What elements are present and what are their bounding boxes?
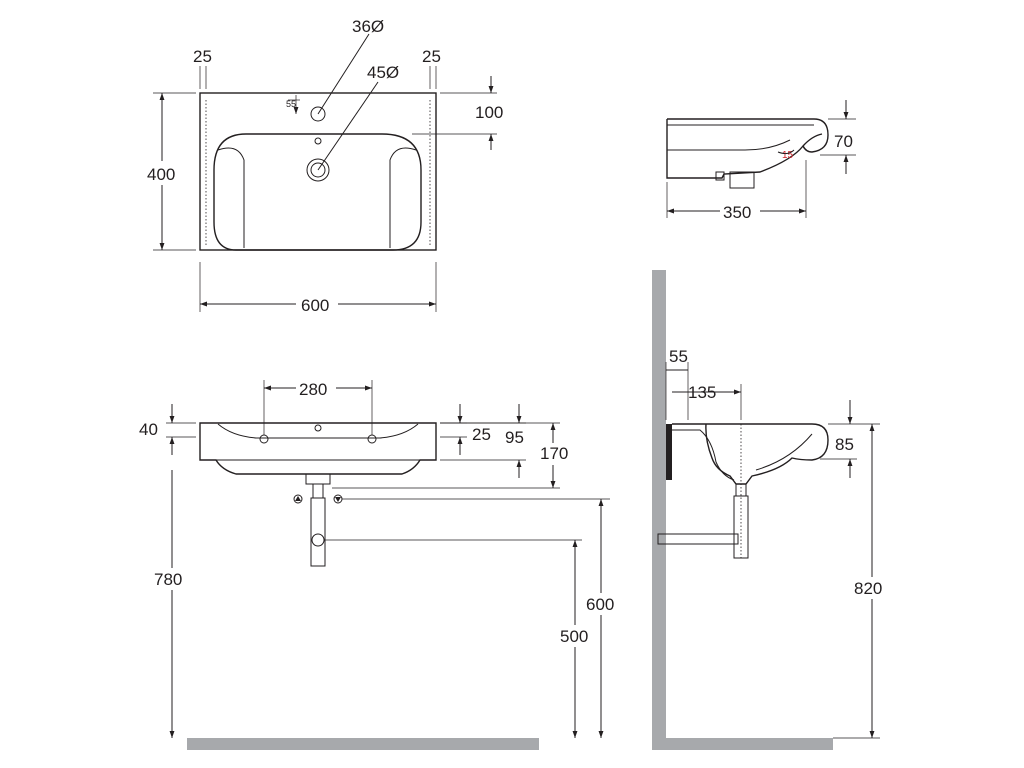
marker-down-tri — [335, 497, 341, 502]
basin-outline-wall — [672, 423, 829, 485]
trap-outlet-front — [311, 533, 325, 547]
leader-36 — [317, 33, 370, 115]
label-25-right: 25 — [422, 47, 441, 66]
label-280: 280 — [299, 380, 327, 399]
tap-hole-center-front — [314, 424, 322, 432]
label-45: 45Ø — [367, 63, 399, 82]
bowl-inner-right — [389, 147, 417, 248]
label-400: 400 — [147, 165, 175, 184]
trap-body-front — [310, 497, 326, 567]
label-350: 350 — [723, 203, 751, 222]
label-170: 170 — [540, 444, 568, 463]
label-15-angle: 15 — [782, 150, 794, 161]
front-rim-curve — [217, 423, 419, 439]
wall-bracket — [666, 424, 672, 480]
bowl-outline-plan — [213, 133, 422, 251]
wall-bowl-inner — [672, 429, 735, 481]
bowl-inner-left — [217, 147, 245, 248]
label-780: 780 — [154, 570, 182, 589]
wall-bowl-curve — [755, 433, 813, 471]
trap-neck-front — [312, 483, 324, 499]
waste-inner-plan — [310, 162, 326, 178]
label-95: 95 — [505, 428, 524, 447]
side-waste-body — [729, 171, 755, 189]
label-25-left: 25 — [193, 47, 212, 66]
front-view: 280 40 25 95 170 600 500 780 — [139, 377, 620, 750]
label-40: 40 — [139, 420, 158, 439]
basin-outline-plan — [199, 92, 437, 251]
top-view: 36Ø 45Ø 25 25 55 100 400 600 — [144, 17, 503, 316]
tap-hole-plan — [310, 106, 326, 122]
label-500: 500 — [560, 627, 588, 646]
label-85: 85 — [835, 435, 854, 454]
label-135: 135 — [688, 383, 716, 402]
label-55-tap: 55 — [286, 99, 296, 109]
side-waste-cap — [715, 171, 725, 181]
waste-outlet-front — [305, 473, 331, 485]
basin-outline-side — [666, 118, 829, 179]
leader-45 — [317, 81, 379, 171]
side-bowl-curve — [666, 139, 791, 151]
wall — [652, 270, 666, 750]
label-55-wall: 55 — [669, 347, 688, 366]
angle-arc — [777, 149, 795, 155]
label-820: 820 — [854, 579, 882, 598]
marker-up — [293, 494, 303, 504]
label-600-trap: 600 — [586, 595, 614, 614]
tap-hole-left-front — [259, 434, 269, 444]
label-25-front: 25 — [472, 425, 491, 444]
basin-outline-front — [199, 422, 437, 475]
label-70: 70 — [834, 132, 853, 151]
floor-side — [652, 738, 833, 750]
marker-up-tri — [295, 496, 301, 501]
floor-front — [187, 738, 539, 750]
label-36: 36Ø — [352, 17, 384, 36]
overflow-hole-plan — [314, 137, 322, 145]
label-100: 100 — [475, 103, 503, 122]
label-600: 600 — [301, 296, 329, 315]
wall-view: 55 135 85 820 — [652, 270, 892, 750]
side-view: 15 70 350 — [666, 100, 856, 223]
waste-outer-plan — [306, 158, 330, 182]
wall-trap-pipe — [657, 533, 739, 545]
tap-hole-right-front — [367, 434, 377, 444]
